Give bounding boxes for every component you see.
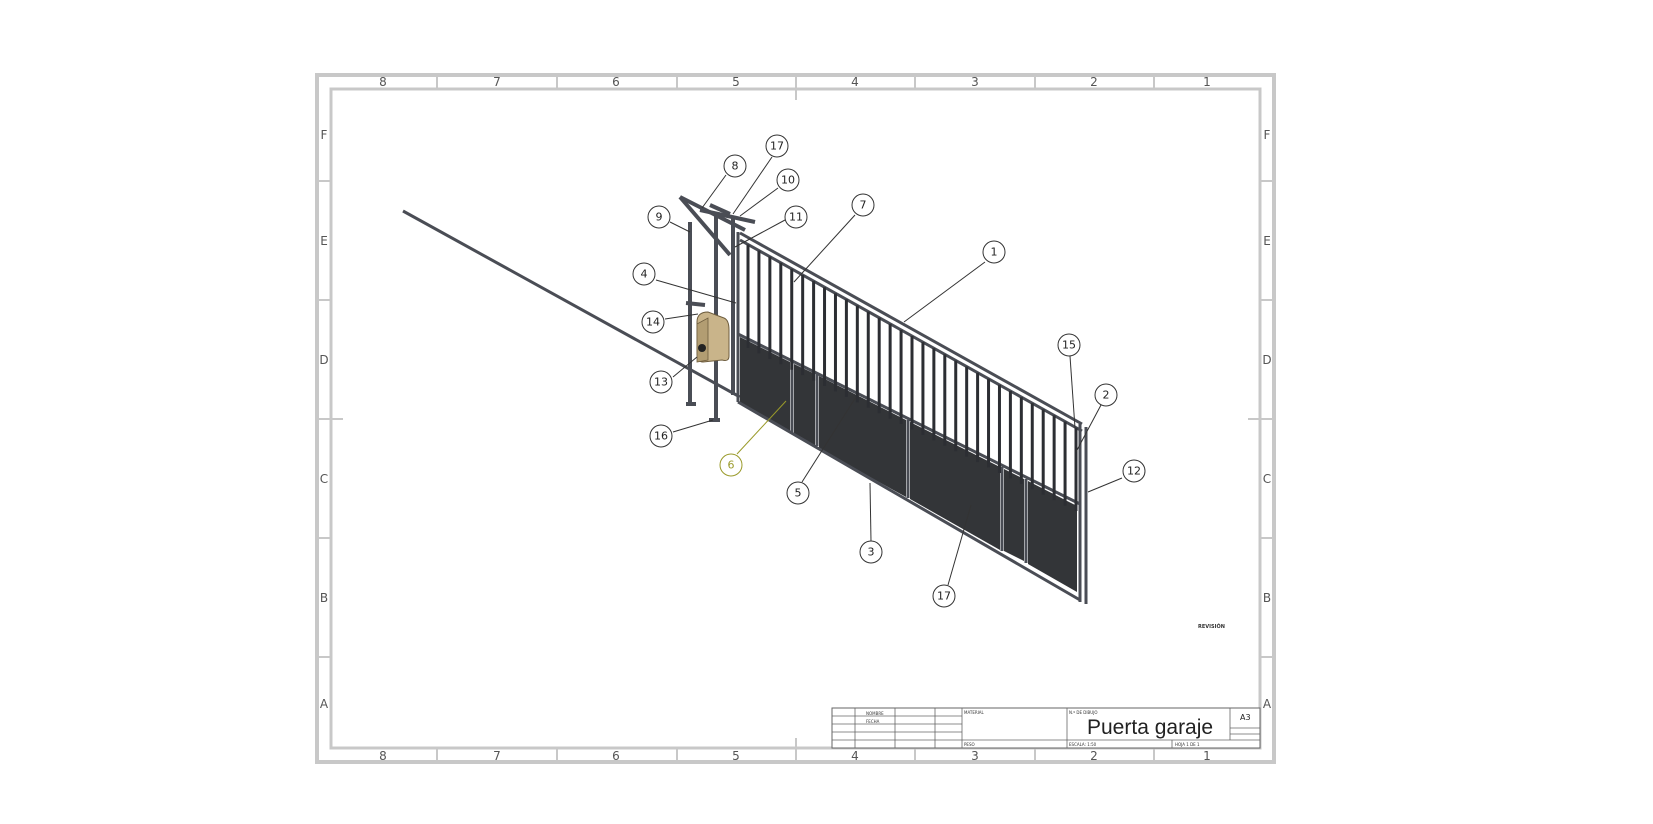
balloon-label: 16 (654, 430, 668, 443)
gate-panel (794, 364, 815, 446)
balloon-11[interactable]: 11 (784, 205, 808, 229)
balloon-label: 7 (860, 199, 867, 212)
balloon-7[interactable]: 7 (851, 193, 875, 217)
zone-row-label: E (1263, 234, 1271, 248)
zone-col-label: 3 (971, 75, 979, 89)
zone-col-label: 7 (493, 75, 501, 89)
zone-col-label: 3 (971, 749, 979, 763)
balloon-3[interactable]: 3 (859, 540, 883, 564)
zone-row-label: D (319, 353, 328, 367)
balloon-label: 8 (732, 160, 739, 173)
zone-row-label: B (1263, 591, 1271, 605)
zone-col-label: 5 (732, 75, 740, 89)
zone-row-label: F (1264, 128, 1271, 142)
zone-labels-top: 8 7 6 5 4 3 2 1 (379, 75, 1211, 89)
zone-col-label: 1 (1203, 75, 1211, 89)
balloon-6[interactable]: 6 (719, 453, 743, 477)
balloon-leaders (655, 156, 1123, 586)
zone-row-label: B (320, 591, 328, 605)
balloon-5[interactable]: 5 (786, 481, 810, 505)
gate-motor[interactable] (696, 311, 730, 363)
balloon-label: 17 (937, 590, 951, 603)
gate-isometric-view[interactable] (402, 195, 1088, 604)
zone-col-label: 7 (493, 749, 501, 763)
balloon-4[interactable]: 4 (632, 262, 656, 286)
balloon-1[interactable]: 1 (982, 240, 1006, 264)
sheet-number-label: HOJA 1 DE 1 (1175, 742, 1200, 747)
weight-label: PESO (964, 742, 975, 747)
balloon-label: 11 (789, 211, 803, 224)
zone-row-label: C (1263, 472, 1271, 486)
balloon-label: 9 (656, 211, 663, 224)
zone-col-label: 4 (851, 749, 859, 763)
zone-row-label: F (321, 128, 328, 142)
zone-col-label: 8 (379, 75, 387, 89)
gate-panel (1004, 469, 1024, 561)
title-block: NOMBRE FECHA MATERIAL N.º DE DIBUJO Puer… (831, 707, 1261, 749)
zone-col-label: 2 (1090, 749, 1098, 763)
zone-col-label: 6 (612, 749, 620, 763)
gate-bars (746, 244, 1078, 512)
balloon-14[interactable]: 14 (641, 310, 665, 334)
gate-panel (1028, 481, 1077, 592)
balloon-label: 15 (1062, 339, 1076, 352)
zone-col-label: 6 (612, 75, 620, 89)
balloon-17a[interactable]: 17 (765, 134, 789, 158)
revision-label: REVISIÓN (1198, 623, 1225, 630)
balloon-12[interactable]: 12 (1122, 459, 1146, 483)
zone-col-label: 2 (1090, 75, 1098, 89)
balloon-2[interactable]: 2 (1094, 383, 1118, 407)
balloon-10[interactable]: 10 (776, 168, 800, 192)
zone-col-label: 1 (1203, 749, 1211, 763)
gate-panel (910, 422, 1000, 550)
sheet-border (315, 73, 1276, 764)
balloon-13[interactable]: 13 (649, 370, 673, 394)
zone-labels-left: F E D C B A (319, 128, 329, 711)
zone-row-label: E (320, 234, 328, 248)
zone-col-label: 8 (379, 749, 387, 763)
balloon-16[interactable]: 16 (649, 424, 673, 448)
drawn-label: NOMBRE (866, 711, 884, 716)
zone-row-label: A (1263, 697, 1272, 711)
balloon-label: 5 (795, 487, 802, 500)
zone-col-label: 5 (732, 749, 740, 763)
sheet-size: A3 (1240, 713, 1251, 722)
balloon-8[interactable]: 8 (723, 154, 747, 178)
balloons: 1 2 3 4 5 6 7 8 9 10 11 12 13 14 15 16 1… (632, 134, 1146, 608)
zone-row-label: C (320, 472, 328, 486)
balloon-label: 12 (1127, 465, 1141, 478)
zone-row-label: D (1262, 353, 1271, 367)
balloon-17b[interactable]: 17 (932, 584, 956, 608)
drawing-number-label: N.º DE DIBUJO (1069, 710, 1098, 715)
balloon-15[interactable]: 15 (1057, 333, 1081, 357)
balloon-label: 4 (641, 268, 648, 281)
balloon-9[interactable]: 9 (647, 205, 671, 229)
balloon-label: 17 (770, 140, 784, 153)
gate-frame (736, 231, 1088, 604)
balloon-label: 10 (781, 174, 795, 187)
gate-panel (819, 376, 906, 497)
balloon-label: 13 (654, 376, 668, 389)
zone-labels-bottom: 8 7 6 5 4 3 2 1 (379, 749, 1211, 763)
scale-label: ESCALA: 1:50 (1069, 742, 1097, 747)
balloon-label: 2 (1103, 389, 1110, 402)
balloon-label: 6 (728, 459, 735, 472)
guide-rail (402, 209, 741, 399)
zone-row-label: A (320, 697, 329, 711)
zone-col-label: 4 (851, 75, 859, 89)
material-label: MATERIAL (964, 710, 985, 715)
date-label: FECHA (866, 719, 880, 724)
balloon-label: 14 (646, 316, 660, 329)
drawing-title: Puerta garaje (1087, 716, 1213, 739)
zone-labels-right: F E D C B A (1262, 128, 1272, 711)
balloon-label: 1 (991, 246, 998, 259)
balloon-label: 3 (868, 546, 875, 559)
